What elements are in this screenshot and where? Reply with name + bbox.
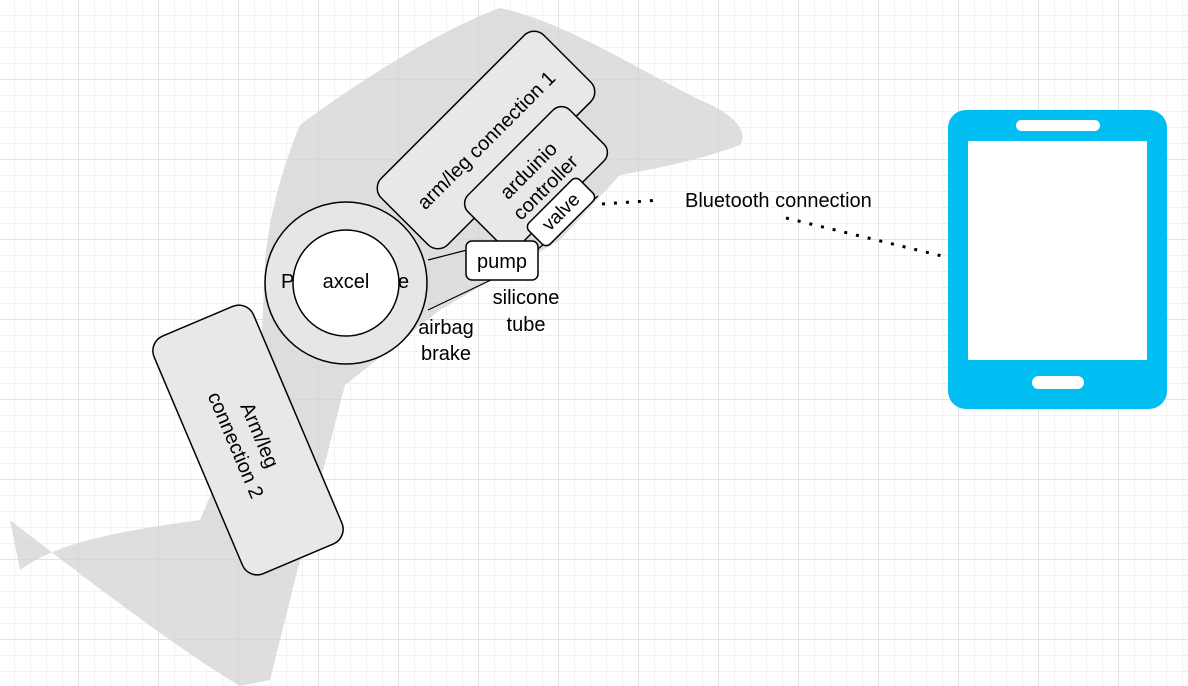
axcel-label: axcel — [323, 271, 370, 293]
bluetooth-label: Bluetooth connection — [685, 190, 872, 212]
smartphone-icon — [948, 110, 1167, 409]
pump-box: pump — [465, 240, 539, 281]
joint-ring: P e axcel — [264, 201, 428, 365]
arm-leg-connection-2-box: Arm/leg connection 2 — [152, 304, 344, 576]
tube-line-upper — [427, 249, 468, 261]
ring-label-right: e — [398, 271, 409, 293]
bluetooth-dotted-line-1 — [601, 198, 661, 206]
ring-label-left: P — [281, 271, 294, 293]
pump-label: pump — [477, 251, 527, 273]
silicone-tube-label-line1: silicone — [493, 287, 560, 309]
silicone-tube-label-line2: tube — [507, 314, 546, 336]
airbag-label-line2: brake — [421, 343, 471, 365]
bluetooth-dotted-line-2 — [785, 216, 943, 258]
airbag-label-line1: airbag — [418, 317, 474, 339]
